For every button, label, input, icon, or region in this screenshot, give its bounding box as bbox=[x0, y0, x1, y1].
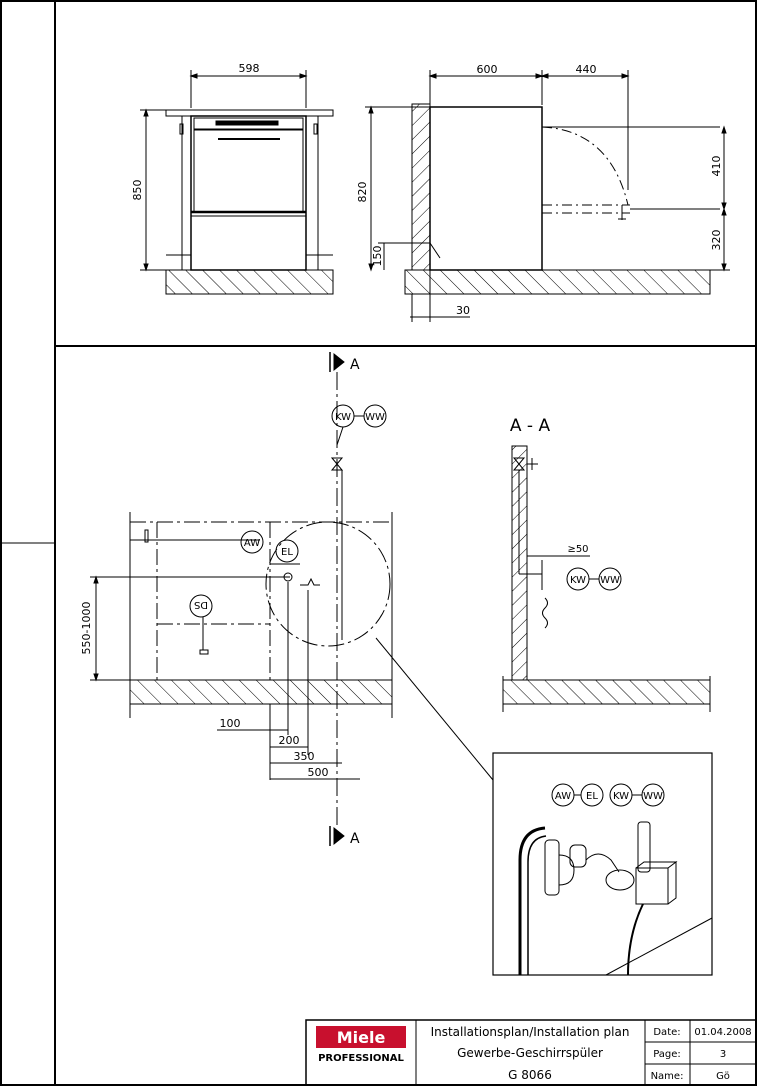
aw-label: AW bbox=[244, 538, 260, 549]
side-plinth-dim: 150 bbox=[371, 246, 384, 267]
plan-floor bbox=[129, 679, 393, 705]
brand-sub: PROFESSIONAL bbox=[318, 1053, 404, 1064]
section-kw-label: KW bbox=[570, 575, 586, 586]
side-upper-dim: 410 bbox=[710, 156, 723, 177]
side-depth-dim: 600 bbox=[477, 63, 498, 76]
brand-logo bbox=[316, 1026, 406, 1048]
title-block bbox=[305, 1019, 757, 1086]
detail-kw-label: KW bbox=[613, 791, 629, 802]
dim-500: 500 bbox=[308, 766, 329, 779]
plan-view bbox=[90, 352, 494, 846]
page-value: 3 bbox=[720, 1049, 726, 1060]
drain-pipe bbox=[544, 839, 560, 896]
detail-el-label: EL bbox=[586, 791, 598, 802]
side-height-dim: 820 bbox=[356, 182, 369, 203]
front-height-dim: 850 bbox=[131, 180, 144, 201]
name-value: Gö bbox=[716, 1071, 730, 1082]
side-floor bbox=[404, 269, 711, 295]
date-label: Date: bbox=[653, 1027, 680, 1038]
section-marker-bottom: A bbox=[350, 831, 360, 847]
model-number: G 8066 bbox=[508, 1068, 552, 1082]
plan-subtitle: Gewerbe-Geschirrspüler bbox=[457, 1046, 603, 1060]
detail-aw-label: AW bbox=[555, 791, 571, 802]
range-dim: 550-1000 bbox=[80, 602, 93, 655]
dim-350: 350 bbox=[294, 750, 315, 763]
right-handle bbox=[313, 123, 318, 135]
dim-200: 200 bbox=[279, 734, 300, 747]
el-bubble bbox=[275, 539, 299, 563]
side-door-dim: 440 bbox=[576, 63, 597, 76]
kw-label: KW bbox=[335, 412, 351, 423]
detail-view bbox=[492, 752, 713, 976]
brand-name: Miele bbox=[337, 1028, 386, 1047]
name-label: Name: bbox=[651, 1071, 684, 1082]
front-width-dim: 598 bbox=[239, 62, 260, 75]
ds-label: DS bbox=[194, 599, 208, 610]
date-value: 01.04.2008 bbox=[694, 1027, 751, 1038]
plan-title: Installationsplan/Installation plan bbox=[431, 1025, 630, 1039]
section-aa bbox=[502, 445, 711, 712]
ww-label: WW bbox=[365, 412, 385, 423]
water-pipe bbox=[637, 821, 651, 873]
dishwasher-side bbox=[429, 106, 543, 271]
side-wall bbox=[411, 103, 431, 271]
section-title: A - A bbox=[510, 416, 551, 436]
dim-100: 100 bbox=[220, 717, 241, 730]
ds-bubble bbox=[189, 594, 213, 618]
left-handle bbox=[179, 123, 184, 135]
side-wall-gap-dim: 30 bbox=[456, 304, 470, 317]
section-ww-label: WW bbox=[600, 575, 620, 586]
side-lower-dim: 320 bbox=[710, 230, 723, 251]
side-view bbox=[365, 70, 730, 322]
section-gap-dim: ≥50 bbox=[567, 544, 588, 555]
section-marker-top: A bbox=[350, 357, 360, 373]
el-label: EL bbox=[281, 547, 293, 558]
section-floor bbox=[502, 679, 711, 705]
page-label: Page: bbox=[653, 1049, 681, 1060]
detail-ww-label: WW bbox=[643, 791, 663, 802]
front-view bbox=[140, 70, 334, 295]
front-floor bbox=[165, 269, 334, 295]
aw-bubble bbox=[240, 530, 264, 554]
water-block bbox=[635, 867, 669, 905]
dishwasher-front bbox=[190, 115, 307, 271]
